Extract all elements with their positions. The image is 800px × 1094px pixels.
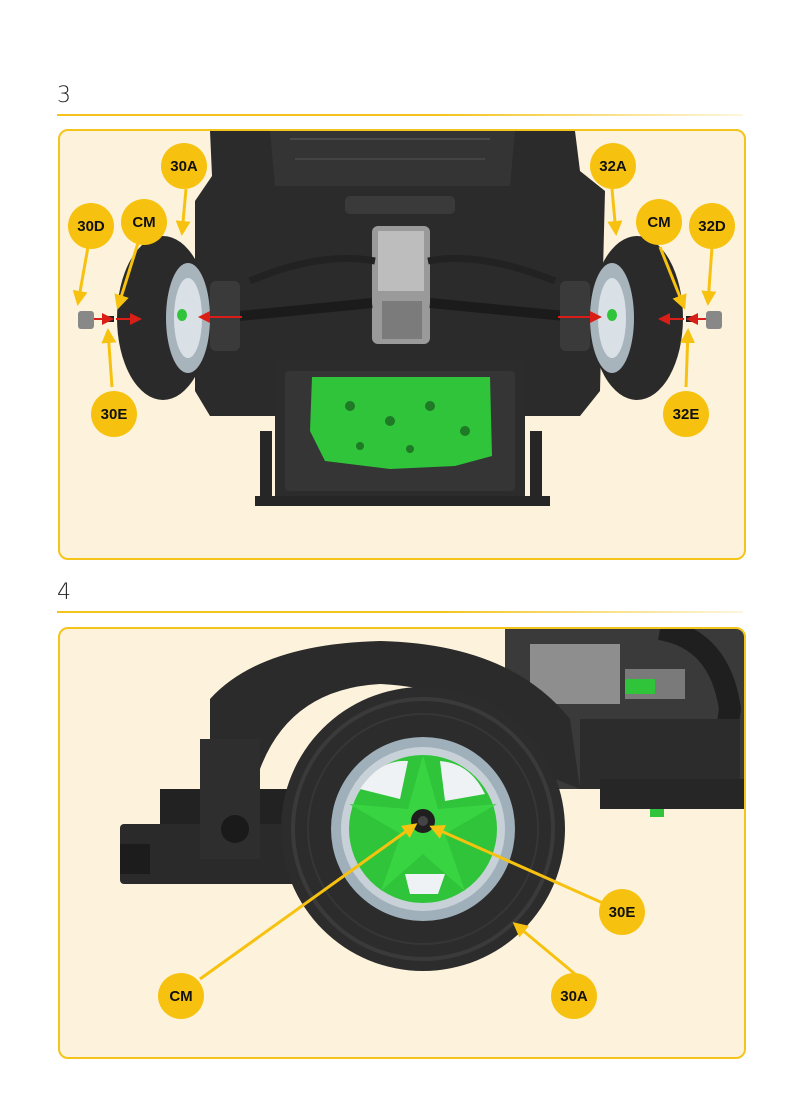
callout-cm-left: CM: [121, 199, 167, 245]
callout-30a: 30A: [161, 143, 207, 189]
step-3-panel: 30A 30D CM 30E 32A CM 32D 32E: [58, 129, 746, 560]
step-4-number: 4: [57, 580, 71, 605]
step-3-illustration: [72, 131, 722, 506]
step-4-illustration: [120, 629, 744, 981]
callout-cm-right: CM: [636, 199, 682, 245]
step-3-number: 3: [57, 83, 71, 108]
callout-30e: 30E: [599, 889, 645, 935]
callout-30d: 30D: [68, 203, 114, 249]
step-3-divider: [57, 114, 743, 116]
callout-cm: CM: [158, 973, 204, 1019]
callout-32d: 32D: [689, 203, 735, 249]
callout-30a: 30A: [551, 973, 597, 1019]
callout-30e: 30E: [91, 391, 137, 437]
step-4-panel: CM 30E 30A: [58, 627, 746, 1059]
callout-32e: 32E: [663, 391, 709, 437]
step-4-divider: [57, 611, 743, 613]
callout-32a: 32A: [590, 143, 636, 189]
